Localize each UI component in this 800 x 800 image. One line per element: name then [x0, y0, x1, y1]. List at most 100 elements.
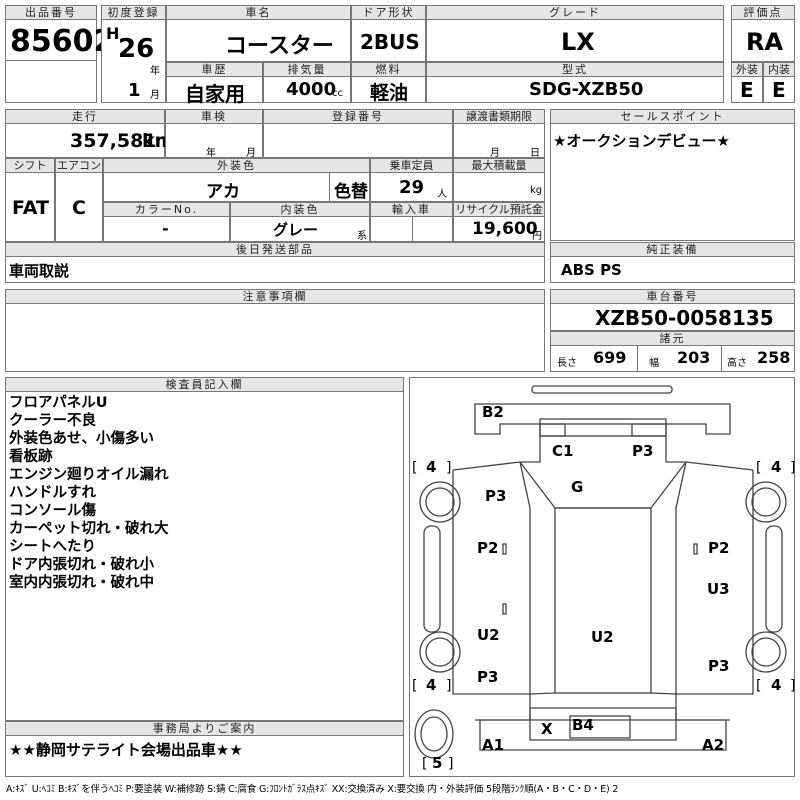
mileage-value: 357,581	[70, 130, 157, 152]
ext-color-header: 外装色	[103, 158, 370, 173]
genuine-header: 純正装備	[550, 242, 795, 257]
rear-section	[529, 707, 677, 741]
fuel-header: 燃料	[351, 62, 426, 77]
interior-score: E	[772, 78, 786, 102]
tire-rear-right-inner	[751, 637, 781, 667]
car-name-value: コースター	[225, 34, 334, 59]
recycle-value: 19,600	[472, 219, 538, 239]
score-value: RA	[746, 28, 784, 56]
spec-length-label: 長さ	[557, 358, 577, 369]
spec-width-value: 203	[677, 348, 711, 367]
capacity-unit: 人	[437, 189, 447, 200]
mark-b2: B2	[482, 403, 504, 421]
color-change: 色替	[334, 182, 368, 202]
score-cell: RA	[731, 19, 795, 62]
inspector-note: カーペット切れ・破れ大	[9, 521, 169, 537]
spec-length-value: 699	[593, 348, 627, 367]
right-door-mark	[693, 543, 698, 555]
mark-u3: U3	[707, 580, 730, 598]
ext-color-cell: アカ 色替	[103, 172, 370, 202]
legend-text: A:ｷｽﾞ U:ﾍｺﾐ B:ｷｽﾞを伴うﾍｺﾐ P:要塗装 W:補修跡 S:錆 …	[6, 784, 619, 795]
mark-p2-left: P2	[477, 539, 499, 557]
color-no-value: -	[162, 219, 169, 238]
spare-tire-inner	[420, 716, 448, 752]
tire-rr-value: 4	[771, 676, 782, 694]
rear-plate	[569, 715, 631, 739]
left-side-trim	[423, 525, 441, 633]
front-grille-right	[631, 423, 667, 437]
model-code-value: SDG-XZB50	[529, 79, 644, 100]
mark-a2: A2	[702, 736, 725, 754]
genuine-cell: ABS PS	[550, 256, 795, 283]
genuine-text: ABS PS	[561, 261, 622, 279]
history-value: 自家用	[185, 82, 245, 106]
car-name-header: 車名	[166, 5, 351, 20]
tire-rl-value: 4	[426, 676, 437, 694]
notes-header: 注意事項欄	[5, 289, 545, 304]
shift-value: FAT	[12, 197, 49, 219]
chassis-no-value: XZB50-0058135	[595, 306, 774, 330]
lot-no-blank	[5, 60, 97, 103]
mark-p2-right: P2	[708, 539, 730, 557]
tire-spare-value: 5	[432, 754, 443, 772]
shift-cell: FAT	[5, 172, 55, 242]
specs-cell: 長さ 699 幅 203 高さ 258	[550, 345, 795, 372]
damage-diagram: [ ] [ ] [ ] [ ] [ ] 4 4 4 4 5 B2 C1 P3 G…	[409, 377, 795, 777]
fuel-cell: 軽油	[351, 76, 426, 104]
left-door-mark-2	[502, 603, 507, 615]
grade-cell: LX	[426, 19, 724, 62]
int-color-header: 内装色	[230, 202, 370, 217]
int-color-cell: グレー 系	[230, 216, 370, 242]
inspector-note: 外装色あせ、小傷多い	[9, 431, 154, 447]
inspector-note: 室内内張切れ・破れ中	[9, 575, 154, 591]
inspector-note: エンジン廻りオイル漏れ	[9, 467, 169, 483]
history-header: 車歴	[166, 62, 263, 77]
capacity-header: 乗車定員	[370, 158, 453, 173]
max-load-cell: kg	[453, 172, 545, 202]
roof	[554, 507, 652, 694]
tire-fl-value: 4	[426, 458, 437, 476]
first-reg-month-unit: 月	[150, 90, 160, 101]
door-cell: 2BUS	[351, 19, 426, 62]
interior-cell: E	[763, 76, 795, 103]
tire-bracket-spare: [	[422, 756, 427, 772]
inspection-header: 車検	[165, 109, 263, 124]
mark-p3-right-rear: P3	[708, 657, 730, 675]
spec-height-label: 高さ	[727, 358, 747, 369]
spare-tire	[414, 709, 454, 759]
max-load-unit: kg	[530, 185, 543, 196]
tire-fr-value: 4	[771, 458, 782, 476]
office-header: 事務局よりご案内	[5, 721, 404, 736]
displacement-value: 4000	[286, 79, 337, 100]
inspector-note: コンソール傷	[9, 503, 96, 519]
first-reg-month: 1	[128, 80, 141, 101]
door-value: 2BUS	[360, 30, 420, 54]
exterior-header: 外装	[731, 62, 763, 77]
mark-g: G	[571, 478, 584, 496]
tire-rear-left	[419, 631, 461, 673]
mark-c1: C1	[552, 442, 574, 460]
color-no-header: カラーNo.	[103, 202, 230, 217]
interior-header: 内装	[763, 62, 795, 77]
mileage-cell: 357,581 km	[5, 123, 174, 158]
first-reg-header: 初度登録	[101, 5, 166, 20]
tire-front-right-inner	[751, 487, 781, 517]
front-grille-left	[539, 423, 566, 437]
sales-point-text: ★オークションデビュー★	[553, 132, 730, 150]
tire-bracket-rr: [	[756, 678, 761, 694]
aircon-cell: C	[55, 172, 103, 242]
displacement-header: 排気量	[263, 62, 351, 77]
tire-bracket-fl: [	[412, 460, 417, 476]
body-right-upper	[665, 436, 754, 471]
history-cell: 自家用	[166, 76, 263, 106]
rear-bumper	[479, 719, 727, 751]
tire-front-left-inner	[425, 487, 455, 517]
mark-x: X	[541, 720, 553, 738]
inspection-cell: 年 月	[165, 123, 263, 159]
inspector-note: フロアパネルU	[9, 395, 108, 411]
transfer-cell: 月 日	[453, 123, 545, 159]
tire-rear-left-inner	[425, 637, 455, 667]
first-reg-era: H	[106, 24, 120, 43]
recycle-cell: 19,600 円	[453, 216, 545, 242]
model-code-header: 型式	[426, 62, 724, 77]
